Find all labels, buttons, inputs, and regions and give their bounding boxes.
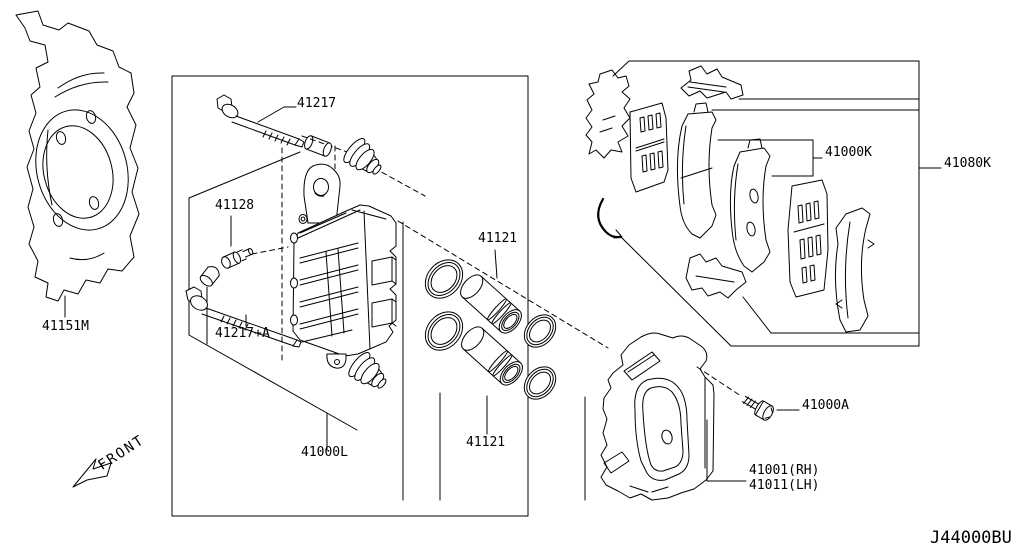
- piston-seal-upper-drawing: [424, 259, 464, 299]
- pad-kit-drawing: [585, 65, 875, 333]
- part-label-caliper-assy: 41000L: [301, 445, 348, 460]
- dust-seal-upper-drawing: [523, 314, 557, 348]
- bleeder-cap-drawing: [199, 266, 220, 287]
- part-label-pin-bolt: 41217: [297, 96, 337, 111]
- torque-member-drawing: [600, 332, 715, 501]
- pin-boot-top-drawing: [343, 138, 382, 175]
- part-label-piston-top: 41121: [478, 231, 518, 246]
- leader-lines: [64, 60, 942, 482]
- piston-upper-drawing: [460, 274, 522, 334]
- dust-seal-lower-drawing: [523, 366, 557, 400]
- part-label-piston-bottom: 41121: [466, 435, 506, 450]
- diagram-code: J44000BU: [930, 528, 1012, 548]
- caliper-box-frame: [171, 75, 529, 517]
- part-label-pin-bolt-a: 41217+A: [215, 326, 270, 341]
- splash-shield-drawing: [15, 10, 140, 302]
- pin-bolt-41217-drawing: [216, 94, 305, 148]
- mount-bolt-drawing: [696, 366, 774, 421]
- pin-sleeve-drawing: [304, 135, 332, 157]
- part-label-mount-bolt: 41000A: [802, 398, 849, 413]
- part-label-hardware-kit: 41080K: [944, 156, 991, 171]
- caliper-body-drawing: [290, 163, 397, 369]
- piston-seal-lower-drawing: [424, 311, 464, 351]
- front-arrow-icon: [72, 458, 112, 488]
- bleeder-valve-drawing: [221, 247, 254, 269]
- part-label-pad-kit: 41000K: [825, 145, 872, 160]
- pin-bolt-41217a-drawing: [185, 286, 302, 348]
- part-label-splash-shield: 41151M: [42, 319, 89, 334]
- part-label-member-lh: 41011(LH): [749, 478, 820, 493]
- part-label-bleeder: 41128: [215, 198, 255, 213]
- part-label-member-rh: 41001(RH): [749, 463, 820, 478]
- piston-lower-drawing: [461, 326, 523, 386]
- pin-boot-bottom-drawing: [348, 352, 387, 389]
